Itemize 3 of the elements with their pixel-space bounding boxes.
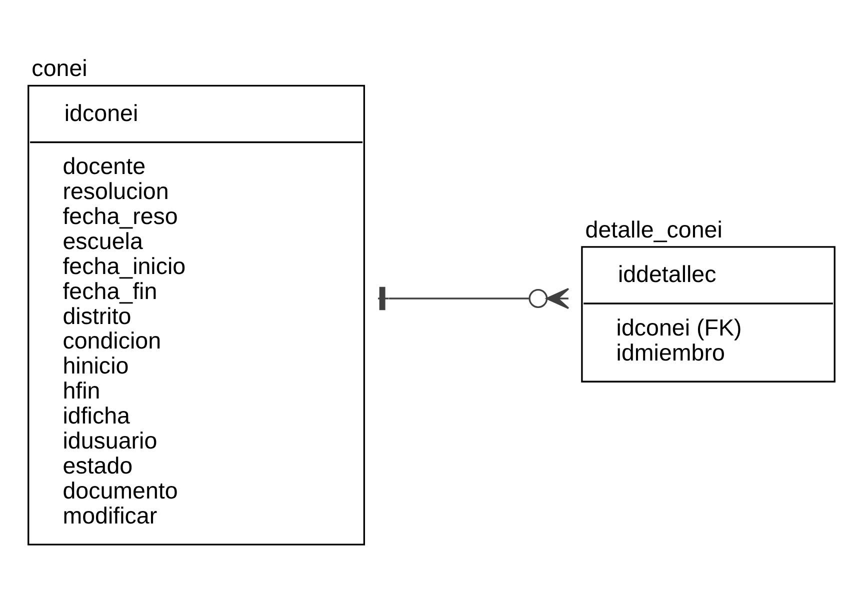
node-label: conei — [32, 55, 88, 82]
connector — [378, 286, 570, 310]
node-label: detalle_conei — [585, 216, 722, 242]
